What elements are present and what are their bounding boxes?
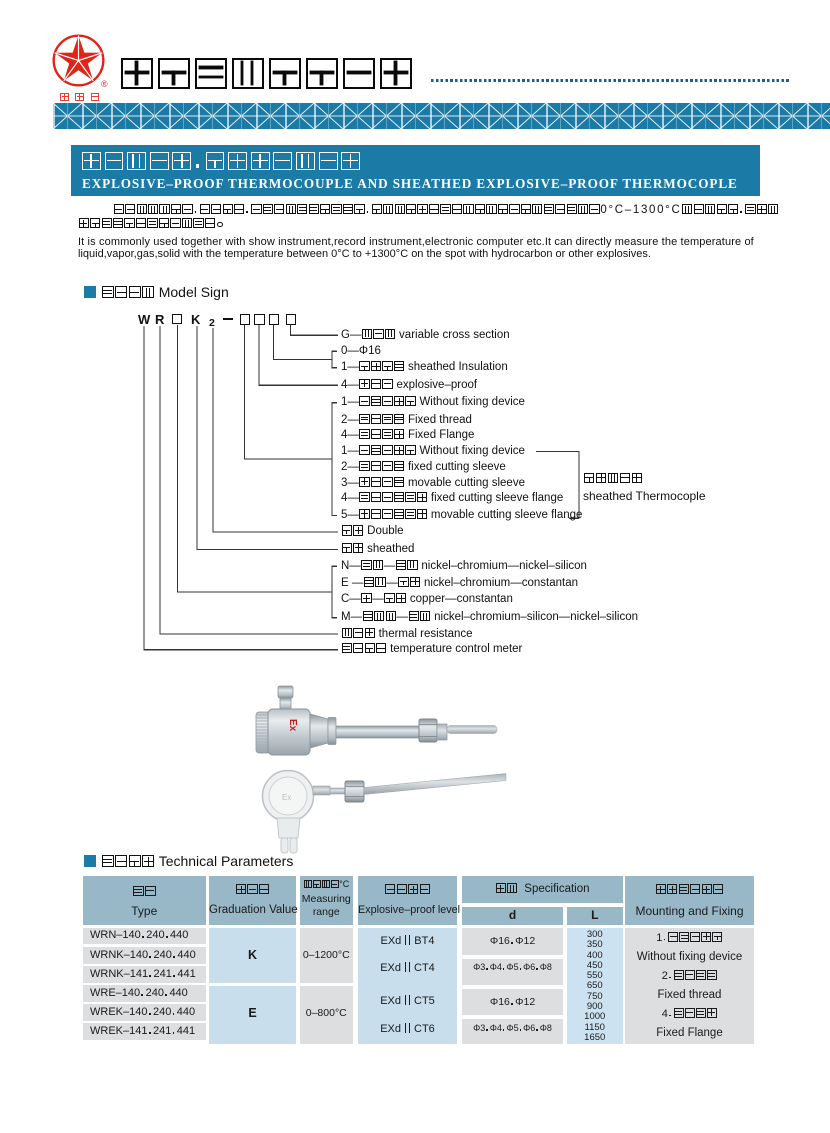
svg-text:Ex: Ex <box>287 719 298 732</box>
svg-text:Ex: Ex <box>282 793 291 802</box>
